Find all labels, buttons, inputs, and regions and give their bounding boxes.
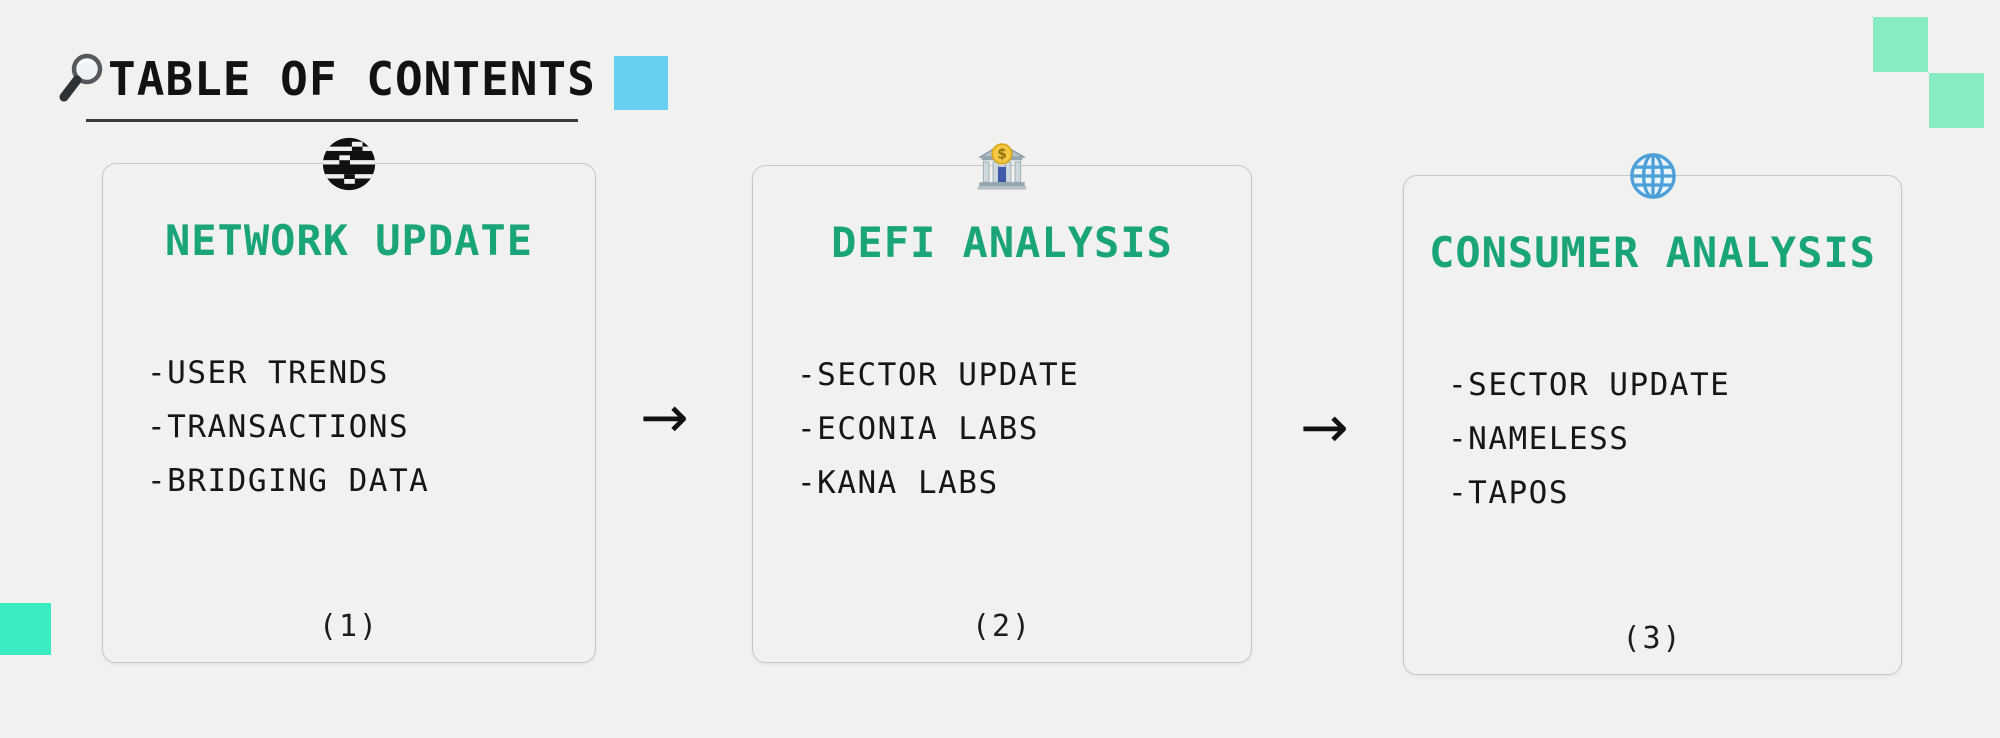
card-defi-analysis: $ DEFI ANALYSIS -SECTOR UPDATE -ECONIA L…: [752, 143, 1252, 663]
list-item: -USER TRENDS: [147, 355, 389, 391]
page-title: TABLE OF CONTENTS: [108, 52, 596, 106]
card-item-list: -USER TRENDS -TRANSACTIONS -BRIDGING DAT…: [147, 346, 429, 508]
magnifier-icon: [56, 50, 108, 106]
list-item: -BRIDGING DATA: [147, 463, 430, 499]
right-arrow-icon: →: [1300, 393, 1349, 461]
list-item: -TRANSACTIONS: [147, 409, 410, 445]
card-consumer-analysis: CONSUMER ANALYSIS -SECTOR UPDATE -NAMELE…: [1403, 153, 1902, 675]
bank-icon: $: [976, 140, 1028, 192]
page-number: (3): [1622, 621, 1683, 656]
list-item: -NAMELESS: [1448, 421, 1630, 457]
card-network-update: NETWORK UPDATE -USER TRENDS -TRANSACTION…: [102, 137, 596, 663]
card-title: CONSUMER ANALYSIS: [1429, 228, 1876, 277]
card-title: DEFI ANALYSIS: [831, 218, 1173, 267]
list-item: -TAPOS: [1448, 475, 1569, 511]
card-item-list: -SECTOR UPDATE -ECONIA LABS -KANA LABS: [797, 348, 1079, 510]
list-item: -SECTOR UPDATE: [1448, 367, 1731, 403]
list-item: -SECTOR UPDATE: [797, 357, 1080, 393]
decor-square-mint-top: [1873, 17, 1928, 72]
aptos-logo-icon: [320, 135, 378, 193]
page-number: (2): [971, 609, 1033, 644]
card-title: NETWORK UPDATE: [164, 216, 533, 265]
decor-square-blue: [614, 56, 668, 110]
globe-icon: [1627, 150, 1679, 202]
decor-square-turquoise: [0, 603, 51, 655]
page-number: (1): [318, 609, 380, 644]
decor-square-mint-bottom: [1929, 73, 1984, 128]
title-underline: [86, 119, 578, 122]
list-item: -ECONIA LABS: [797, 411, 1039, 447]
card-item-list: -SECTOR UPDATE -NAMELESS -TAPOS: [1448, 358, 1730, 520]
svg-text:$: $: [997, 147, 1007, 163]
right-arrow-icon: →: [640, 383, 689, 451]
list-item: -KANA LABS: [797, 465, 999, 501]
